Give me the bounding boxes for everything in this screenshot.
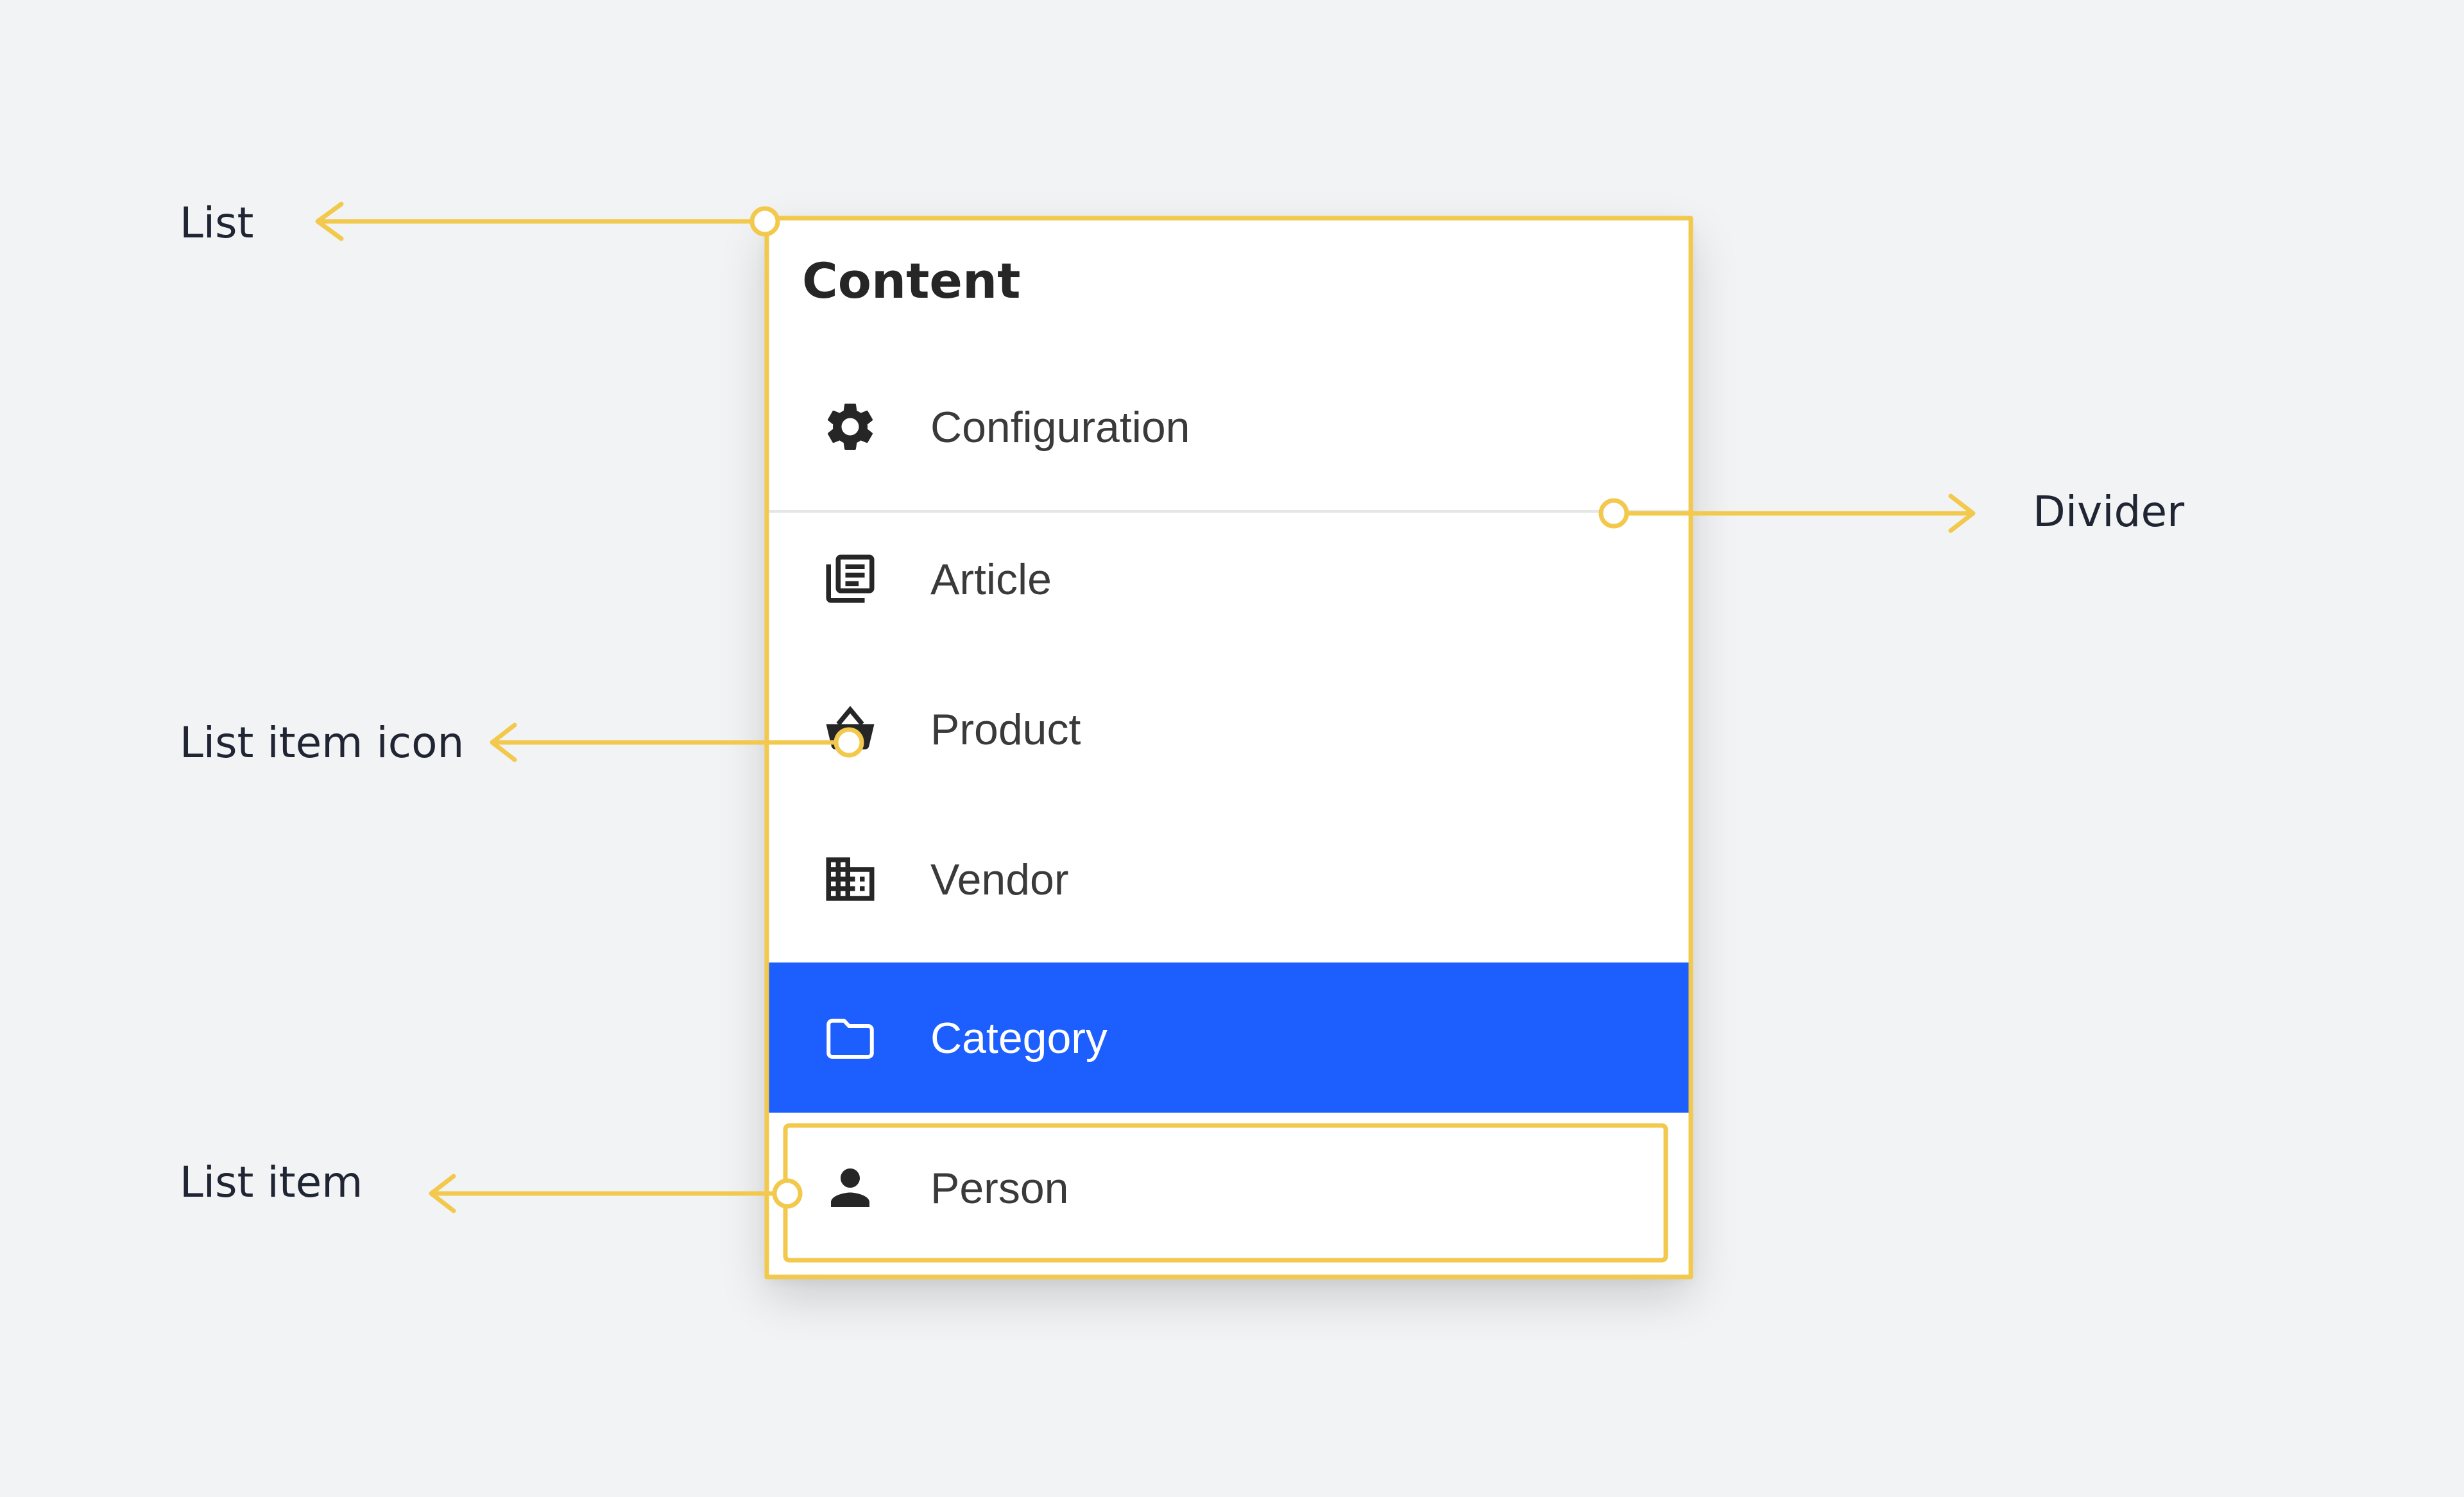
list-item-label: Vendor [930, 855, 1069, 904]
list-item-vendor[interactable]: Vendor [767, 804, 1691, 954]
list-item-label: Product [930, 705, 1081, 754]
list-item-product[interactable]: Product [767, 654, 1691, 804]
divider-leader-arrowhead [1948, 493, 1976, 533]
list-item-label: Person [930, 1164, 1069, 1213]
list-item-label: Article [930, 555, 1052, 604]
callout-label-list-item-icon: List item icon [180, 718, 465, 767]
content-list: Content Configuration Article [767, 218, 1691, 1277]
person-icon [821, 1159, 879, 1217]
list-title: Content [802, 252, 1021, 309]
basket-icon [821, 700, 879, 758]
list-item-label: Category [930, 1014, 1108, 1063]
list-item-category[interactable]: Category [767, 962, 1691, 1113]
callout-label-list: List [180, 198, 254, 248]
callout-label-list-item: List item [180, 1158, 363, 1207]
list-item-icon-leader-arrowhead [490, 723, 517, 762]
list-item-article[interactable]: Article [767, 504, 1691, 654]
folder-icon [821, 1009, 879, 1066]
list-item-person[interactable]: Person [767, 1113, 1691, 1263]
building-icon [821, 850, 879, 908]
list-item-leader-arrowhead [429, 1174, 456, 1213]
list-leader-arrowhead [315, 201, 344, 241]
list-item-label: Configuration [930, 403, 1190, 452]
gear-icon [821, 398, 879, 456]
callout-label-divider: Divider [2033, 487, 2185, 536]
article-icon [821, 550, 879, 608]
list-item-configuration[interactable]: Configuration [767, 352, 1691, 502]
